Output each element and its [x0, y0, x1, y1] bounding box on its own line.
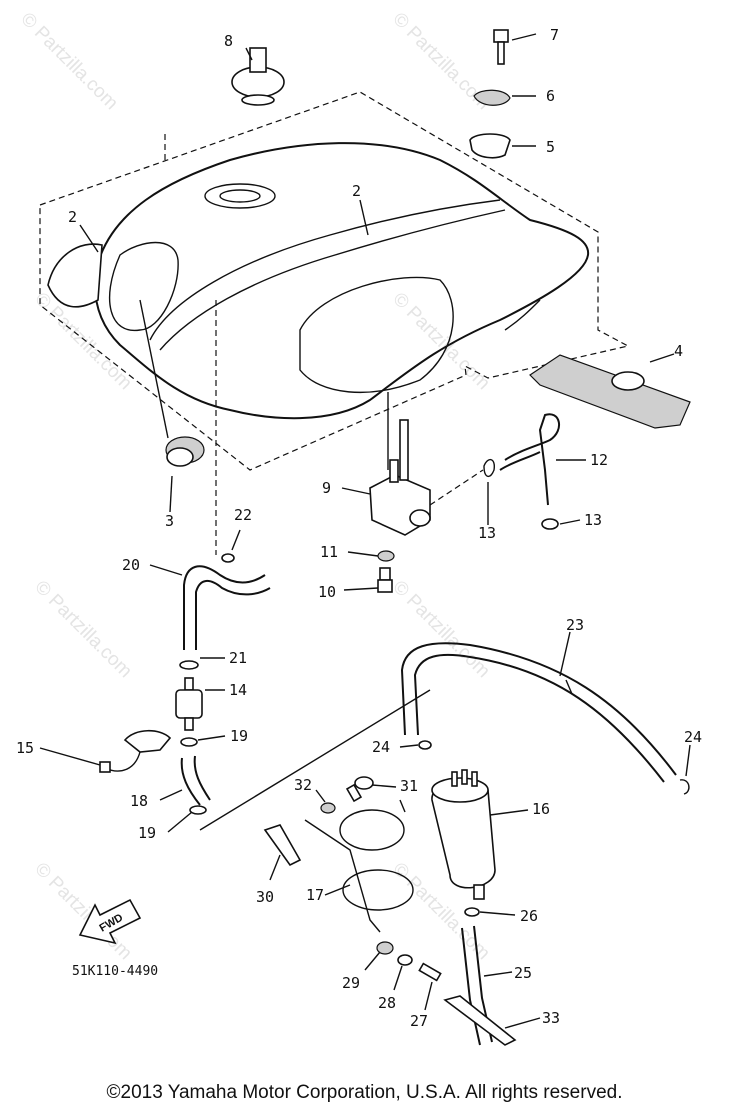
callout-31: 31	[400, 777, 418, 795]
fwd-arrow: FWD	[78, 898, 142, 945]
fuel-tank	[94, 142, 590, 420]
clamp-30	[263, 824, 302, 867]
callout-29: 29	[342, 974, 360, 992]
clip-19-b	[189, 805, 207, 815]
clip-13-b	[541, 518, 559, 530]
callout-27: 27	[410, 1012, 428, 1030]
callout-14: 14	[229, 681, 247, 699]
callout-22: 22	[234, 506, 252, 524]
screw	[377, 567, 393, 593]
callout-5: 5	[546, 138, 555, 156]
callout-19-upper: 19	[230, 727, 248, 745]
clip-24-b	[679, 779, 690, 795]
watermark-4: © Partzilla.com	[388, 289, 493, 394]
callout-9: 9	[322, 479, 331, 497]
filter-bracket	[99, 729, 172, 773]
bolt-31	[345, 776, 374, 803]
hose-20	[183, 565, 266, 650]
callout-23: 23	[566, 616, 584, 634]
callout-25: 25	[514, 964, 532, 982]
washer	[377, 550, 395, 562]
callout-32: 32	[294, 776, 312, 794]
diagram-part-number: 51K110-4490	[72, 964, 158, 979]
callout-28: 28	[378, 994, 396, 1012]
fuel-hose	[504, 413, 560, 506]
nut-32	[320, 802, 336, 814]
watermark-5: © Partzilla.com	[30, 577, 135, 682]
callout-16: 16	[532, 800, 550, 818]
clip-24-a	[418, 740, 432, 750]
callout-12: 12	[590, 451, 608, 469]
callout-24-right: 24	[684, 728, 702, 746]
clip-22	[221, 553, 235, 563]
callout-21: 21	[229, 649, 247, 667]
callout-17: 17	[306, 886, 324, 904]
clip-13-a	[483, 459, 496, 477]
leader-3	[139, 299, 169, 439]
callout-19-lower: 19	[138, 824, 156, 842]
callout-15: 15	[16, 739, 34, 757]
fuel-cap	[231, 47, 285, 106]
clip-26	[464, 907, 480, 917]
assembly-outline	[39, 91, 630, 471]
hose-18	[180, 757, 201, 806]
hose-25	[461, 927, 481, 1046]
grommet-29	[376, 941, 394, 955]
hose-23	[400, 642, 677, 783]
collar-28	[397, 954, 413, 966]
clip-19-a	[180, 737, 198, 747]
bolt	[493, 29, 509, 65]
callout-33: 33	[542, 1009, 560, 1027]
callout-13-a: 13	[478, 524, 496, 542]
cap-3	[165, 436, 205, 467]
callout-6: 6	[546, 87, 555, 105]
fuel-filter	[175, 677, 203, 731]
fuel-pump	[431, 769, 496, 900]
clip-33	[443, 995, 517, 1046]
callout-26: 26	[520, 907, 538, 925]
callout-10: 10	[318, 583, 336, 601]
callout-2-left: 2	[68, 208, 77, 226]
watermark-1: © Partzilla.com	[16, 9, 121, 114]
callout-30: 30	[256, 888, 274, 906]
grommet	[469, 133, 511, 159]
fuel-cock	[369, 419, 431, 536]
damper	[473, 89, 511, 106]
copyright-notice: ©2013 Yamaha Motor Corporation, U.S.A. A…	[106, 1082, 623, 1103]
callout-20: 20	[122, 556, 140, 574]
leader-lines	[39, 33, 691, 1029]
callout-7: 7	[550, 26, 559, 44]
callouts: 8 7 6 5 2 2 4 3 9 12 13 13 22 20 11 10 2…	[16, 26, 702, 1030]
callout-8: 8	[224, 32, 233, 50]
bolt-27	[418, 962, 442, 982]
callout-4: 4	[674, 342, 683, 360]
callout-18: 18	[130, 792, 148, 810]
callout-13-b: 13	[584, 511, 602, 529]
callout-3: 3	[165, 512, 174, 530]
callout-2-tank: 2	[352, 182, 361, 200]
clip-21	[179, 660, 199, 670]
watermark-6: © Partzilla.com	[388, 577, 493, 682]
callout-24-left: 24	[372, 738, 390, 756]
callout-11: 11	[320, 543, 338, 561]
pump-bracket	[304, 799, 414, 933]
side-cover-left	[47, 243, 103, 308]
rubber-damper	[529, 354, 691, 429]
